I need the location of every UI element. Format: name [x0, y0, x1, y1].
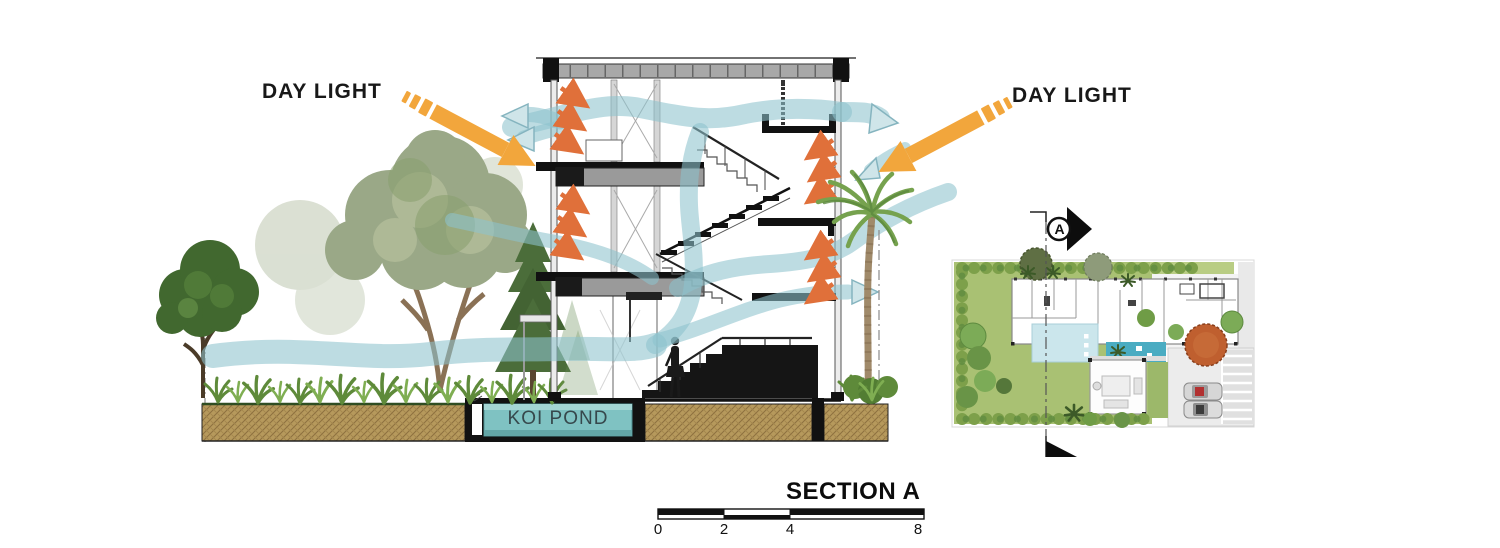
sun-ray-hatches [549, 77, 842, 305]
site-plan [951, 207, 1255, 457]
koi-pond-box [465, 393, 645, 442]
daylight-arrow-right-icon [878, 97, 1013, 172]
palm-tree [815, 169, 915, 404]
shrub-row [203, 372, 568, 405]
floor-slabs [536, 139, 841, 402]
section-title: SECTION A [786, 478, 921, 505]
section-marker-letter: A [1054, 221, 1065, 237]
scale-bar [657, 508, 925, 520]
site-plan-trees [956, 247, 1244, 428]
section-cut-flag-bottom-icon [1045, 436, 1077, 457]
daylight-arrow-left-icon [401, 91, 536, 166]
tree-large-spreading [325, 130, 533, 394]
person-silhouette [664, 336, 685, 398]
scale-tick-2: 2 [719, 521, 729, 538]
daylight-label-left: DAY LIGHT [262, 80, 382, 103]
site-plan-cars [1183, 382, 1223, 419]
scale-tick-0: 0 [653, 521, 663, 538]
roof [536, 57, 856, 86]
section-marker-flag-icon [1046, 207, 1092, 251]
scale-tick-4: 4 [785, 521, 795, 538]
daylight-label-right: DAY LIGHT [1012, 84, 1132, 107]
section-cut-line [1030, 211, 1047, 436]
koi-pond-label: KOI POND [507, 408, 609, 429]
ground-soil [201, 402, 889, 442]
tree-dark-round [156, 240, 259, 398]
scale-tick-8: 8 [913, 521, 923, 538]
site-plan-pavilion [1088, 356, 1168, 418]
